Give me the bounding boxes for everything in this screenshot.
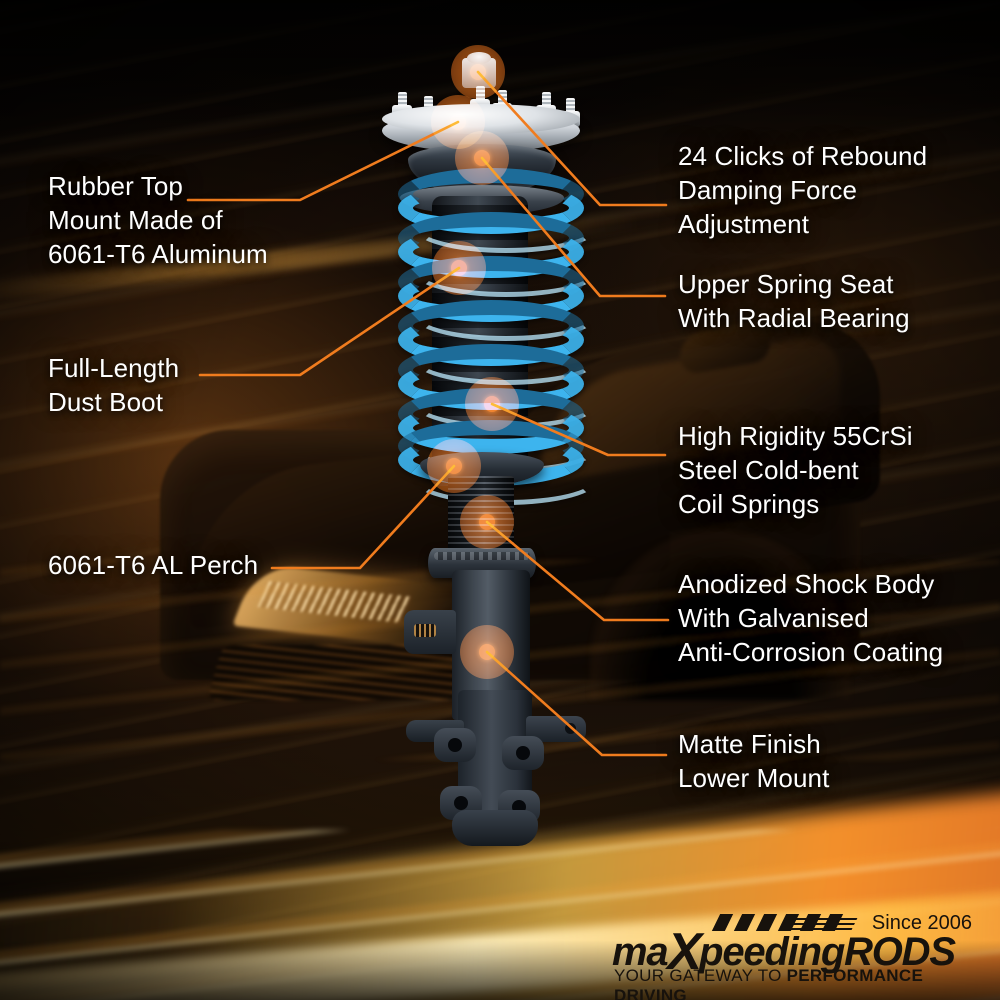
callout-label-rubber-top-mount: Rubber Top Mount Made of 6061-T6 Aluminu… <box>48 171 268 269</box>
hotspot-lower-mount[interactable] <box>460 625 514 679</box>
leader-line-upper-spring-seat <box>480 156 667 298</box>
callout-label-shock-body: Anodized Shock Body With Galvanised Anti… <box>678 569 944 667</box>
logo-mid: peeding <box>699 930 845 974</box>
leader-line-lower-mount <box>485 650 668 757</box>
hotspot-shock-body[interactable] <box>460 495 514 549</box>
leader-line-rubber-top-mount <box>186 120 460 202</box>
shock-side-bracket <box>404 610 456 654</box>
callout-label-upper-spring-seat: Upper Spring Seat With Radial Bearing <box>678 269 910 333</box>
callout-label-al-perch: 6061-T6 AL Perch <box>48 550 259 580</box>
brand-logo: Since 2006 maXpeedingRODS YOUR GATEWAY T… <box>612 912 972 1000</box>
logo-tagline: YOUR GATEWAY TO PERFORMANCE DRIVING <box>614 966 972 1000</box>
logo-x: X <box>667 923 702 981</box>
hotspot-al-perch[interactable] <box>427 439 481 493</box>
hotspot-dust-boot[interactable] <box>432 241 486 295</box>
callout-label-coil-springs: High Rigidity 55CrSi Steel Cold-bent Coi… <box>678 421 913 519</box>
leader-line-dust-boot <box>198 266 461 377</box>
logo-wordmark: maXpeedingRODS <box>612 922 956 978</box>
hotspot-coil-springs[interactable] <box>465 377 519 431</box>
callout-label-lower-mount: Matte Finish Lower Mount <box>678 729 830 793</box>
leader-line-rebound-damping <box>476 70 668 207</box>
logo-tagline-bold: PERFORMANCE DRIVING <box>614 966 924 1000</box>
logo-tagline-light: YOUR GATEWAY TO <box>614 966 787 985</box>
logo-suffix: RODS <box>844 930 956 974</box>
hotspot-upper-spring-seat[interactable] <box>455 131 509 185</box>
callout-label-dust-boot: Full-Length Dust Boot <box>48 353 180 417</box>
leader-line-shock-body <box>485 520 670 622</box>
hotspot-rebound-damping[interactable] <box>451 45 505 99</box>
logo-prefix: ma <box>612 930 669 974</box>
callout-label-rebound-damping: 24 Clicks of Rebound Damping Force Adjus… <box>678 141 928 239</box>
logo-since-text: Since 2006 <box>871 912 972 934</box>
leader-line-coil-springs <box>490 402 667 457</box>
lower-mount-fork <box>406 690 586 846</box>
bottom-fade <box>0 940 1000 1000</box>
leader-line-al-perch <box>270 464 456 570</box>
